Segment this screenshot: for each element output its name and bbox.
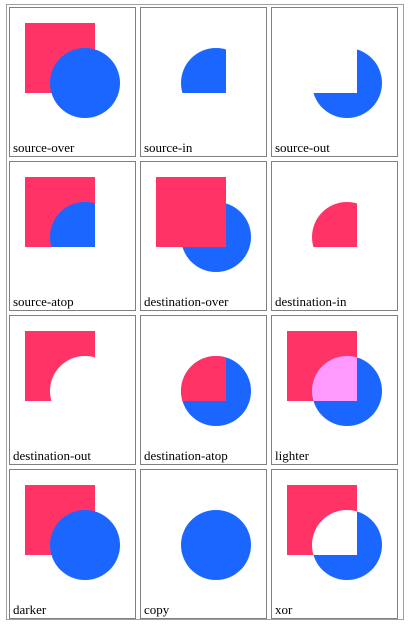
destination-square <box>25 331 95 401</box>
composite-canvas <box>25 331 95 401</box>
operation-label: destination-in <box>275 294 347 309</box>
operation-label: destination-over <box>144 294 229 309</box>
source-circle <box>312 48 382 118</box>
cell-source-over: source-over <box>9 7 136 157</box>
composite-canvas <box>287 331 382 426</box>
source-circle <box>50 202 95 247</box>
cell-destination-over: destination-over <box>140 161 267 311</box>
source-circle <box>50 510 120 580</box>
composite-canvas <box>181 510 251 580</box>
composite-canvas <box>25 177 95 247</box>
source-circle <box>181 510 251 580</box>
cell-xor: xor <box>271 469 398 619</box>
composite-canvas <box>312 48 382 118</box>
cell-destination-in: destination-in <box>271 161 398 311</box>
cell-copy: copy <box>140 469 267 619</box>
operation-label: source-over <box>13 140 75 155</box>
operation-label: destination-atop <box>144 448 228 463</box>
composite-canvas <box>181 356 251 426</box>
cell-source-out: source-out <box>271 7 398 157</box>
source-circle <box>312 510 382 580</box>
operation-label: xor <box>275 602 293 617</box>
cell-lighter: lighter <box>271 315 398 465</box>
destination-square <box>156 177 226 247</box>
operation-label: source-in <box>144 140 193 155</box>
operation-label: copy <box>144 602 170 617</box>
composite-canvas <box>312 202 357 247</box>
composite-canvas <box>25 23 120 118</box>
source-circle <box>50 48 120 118</box>
destination-square <box>181 356 226 401</box>
composite-canvas <box>287 485 382 580</box>
cell-destination-out: destination-out <box>9 315 136 465</box>
cell-source-atop: source-atop <box>9 161 136 311</box>
composite-operations-grid: source-over source-in source-out source-ato… <box>6 4 404 620</box>
composite-canvas <box>156 177 251 272</box>
composite-canvas <box>181 48 226 93</box>
operation-label: lighter <box>275 448 309 463</box>
operation-label: source-out <box>275 140 330 155</box>
cell-destination-atop: destination-atop <box>140 315 267 465</box>
operation-label: darker <box>13 602 47 617</box>
source-circle <box>181 48 226 93</box>
cell-source-in: source-in <box>140 7 267 157</box>
operation-label: destination-out <box>13 448 91 463</box>
cell-darker: darker <box>9 469 136 619</box>
operation-label: source-atop <box>13 294 74 309</box>
destination-square <box>312 202 357 247</box>
composite-canvas <box>25 485 120 580</box>
